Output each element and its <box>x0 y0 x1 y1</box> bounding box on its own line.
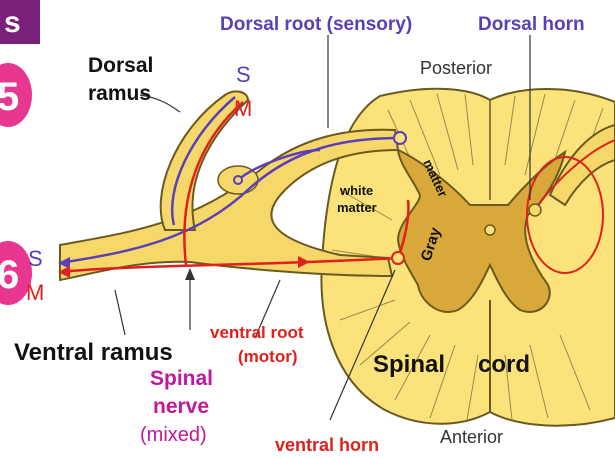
dorsal-root-label: Dorsal root (sensory) <box>220 14 412 35</box>
right-horn-neuron <box>529 204 541 216</box>
dorsal-horn-label: Dorsal horn <box>478 14 585 35</box>
spinal-nerve-label-3: (mixed) <box>140 424 207 446</box>
dorsal-ramus-label-2: ramus <box>88 82 151 105</box>
badge-6-text: 6 <box>0 253 19 297</box>
cord-label: cord <box>478 351 530 378</box>
ventral-root-label-1: ventral root <box>210 323 304 342</box>
dorsal-horn-synapse <box>394 132 406 144</box>
posterior-label: Posterior <box>420 58 492 78</box>
anterior-label: Anterior <box>440 427 503 447</box>
ventral-horn-neuron <box>392 252 404 264</box>
nerve-m-label: M <box>26 280 44 305</box>
ventral-ramus-label: Ventral ramus <box>14 339 173 366</box>
ramus-m-label: M <box>234 96 252 121</box>
white-matter-label-1: white <box>339 183 373 198</box>
nerve-s-label: S <box>28 246 43 271</box>
central-canal <box>485 225 495 235</box>
ramus-s-label: S <box>236 62 251 87</box>
badge-5-text: 5 <box>0 75 19 119</box>
sensory-neuron-body <box>234 176 242 184</box>
ventral-horn-label: ventral horn <box>275 435 379 455</box>
spinal-nerve-label-2: nerve <box>153 395 209 418</box>
corner-tab-text: s <box>4 6 21 39</box>
spinal-nerve-label-1: Spinal <box>150 367 213 390</box>
ventral-root-label-2: (motor) <box>238 347 297 366</box>
spinal-nerve-pointer-head <box>185 268 195 280</box>
dorsal-ramus-label-1: Dorsal <box>88 54 153 77</box>
spinal-label: Spinal <box>373 351 445 378</box>
white-matter-label-2: matter <box>337 200 377 215</box>
